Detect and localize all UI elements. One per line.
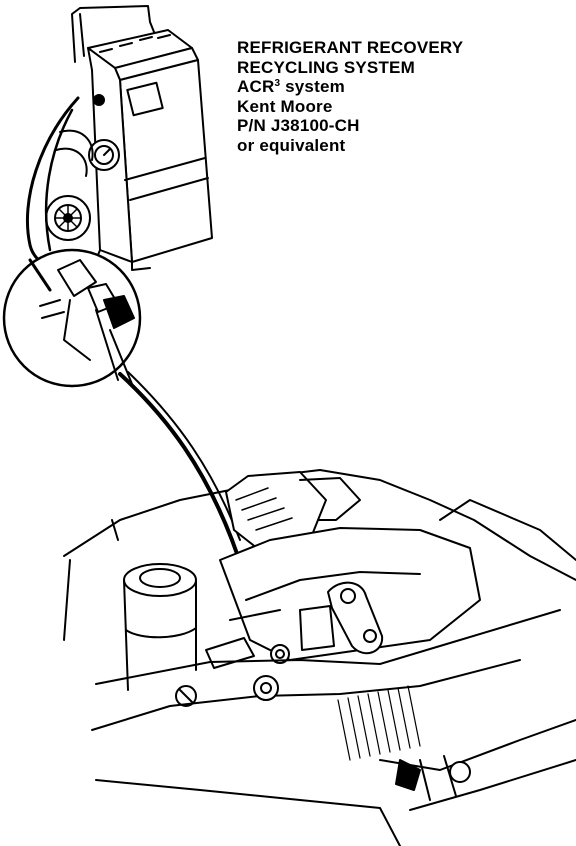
- coupler-detail-inset: [2, 248, 142, 388]
- caption-line-3-prefix: ACR: [237, 77, 275, 96]
- caption-line-6: or equivalent: [237, 135, 346, 155]
- engine-compartment: [63, 469, 576, 846]
- recovery-cart: [25, 5, 213, 272]
- equipment-caption: REFRIGERANT RECOVERY RECYCLING SYSTEM AC…: [237, 38, 567, 155]
- caption-line-3: ACR3 system: [237, 77, 567, 97]
- caption-line-2: RECYCLING SYSTEM: [237, 57, 415, 77]
- caption-line-3-suffix: system: [280, 77, 345, 96]
- caption-line-4: Kent Moore: [237, 96, 333, 116]
- caption-line-5: P/N J38100-CH: [237, 116, 360, 135]
- caption-line-1: REFRIGERANT RECOVERY: [237, 38, 464, 57]
- caption-line-3-superscript: 3: [274, 78, 281, 89]
